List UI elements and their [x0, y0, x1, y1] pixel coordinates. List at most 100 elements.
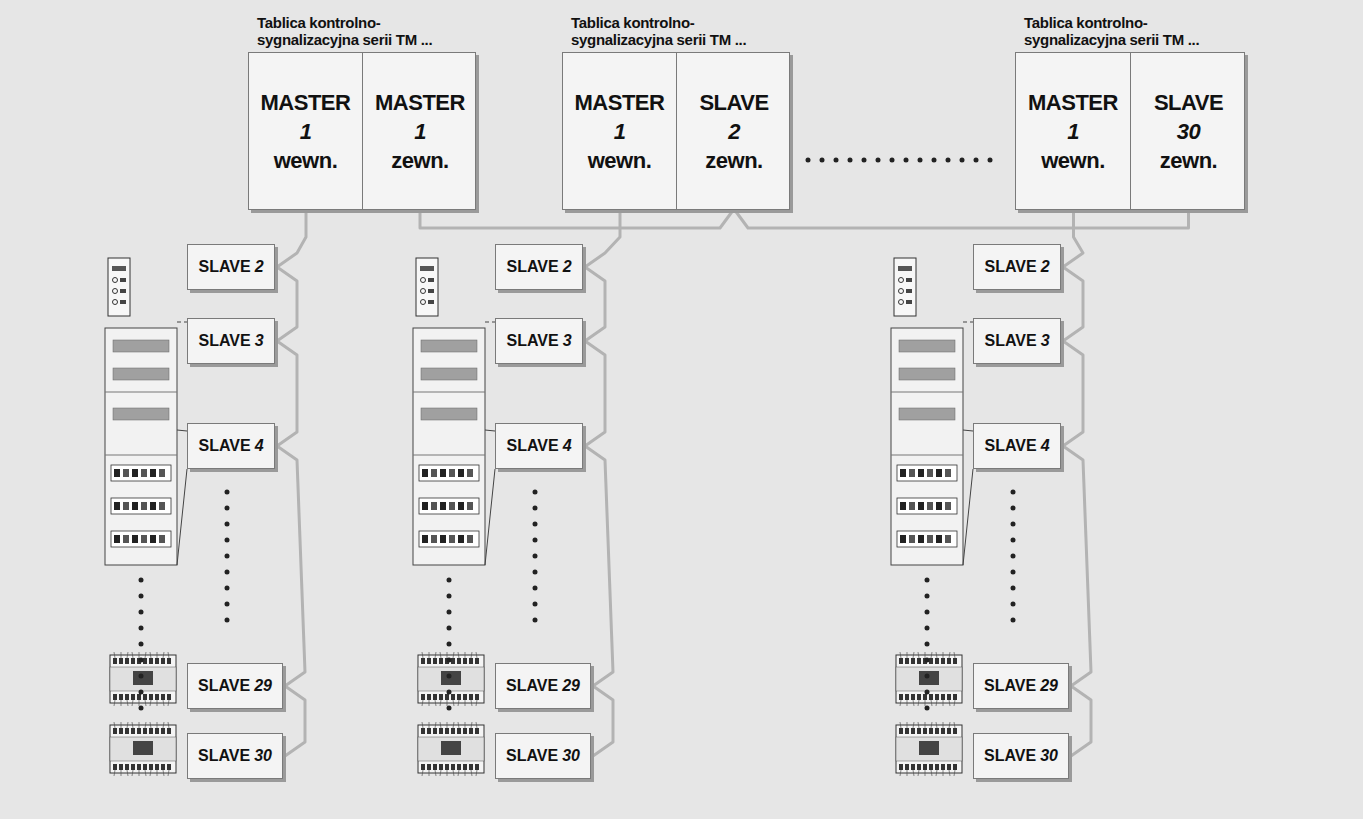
- bus-wire: [277, 341, 297, 446]
- switch-cabinet: [413, 328, 485, 565]
- box-label: 29: [254, 676, 272, 696]
- panel-lamp: [421, 300, 426, 305]
- wire-end: [114, 770, 115, 776]
- terminal: [905, 694, 909, 700]
- wire-end: [139, 652, 140, 658]
- wire-end: [900, 770, 901, 776]
- wire-end: [907, 770, 908, 776]
- box-label: SLAVE: [506, 436, 558, 456]
- wire-end: [943, 700, 944, 706]
- wire-end: [949, 722, 950, 728]
- box-label: 1: [614, 117, 626, 146]
- continuation-dot: [139, 642, 144, 647]
- slave-box: SLAVE3: [187, 318, 275, 364]
- slave-box: SLAVE29: [187, 663, 283, 709]
- slave-box: SLAVE2: [187, 244, 275, 290]
- terminal: [923, 694, 927, 700]
- terminal: [451, 658, 455, 664]
- terminal: [941, 658, 945, 664]
- continuation-dot: [225, 602, 230, 607]
- continuation-dot: [960, 158, 965, 163]
- terminal: [143, 694, 147, 700]
- panel-button: [906, 300, 912, 304]
- breaker-module: [440, 535, 446, 543]
- wire-end: [465, 770, 466, 776]
- panel-button: [428, 289, 434, 293]
- continuation-dot: [925, 626, 930, 631]
- wire-end: [440, 700, 441, 706]
- continuation-dot: [533, 522, 538, 527]
- wire-end: [900, 722, 901, 728]
- module-display: [919, 671, 939, 685]
- wire-end: [900, 700, 901, 706]
- bus-wire: [285, 686, 305, 756]
- continuation-dot: [139, 690, 144, 695]
- terminal: [155, 694, 159, 700]
- wire-end: [163, 770, 164, 776]
- box-label: 4: [1041, 436, 1050, 456]
- box-label: 1: [1067, 117, 1079, 146]
- terminal: [119, 728, 123, 734]
- continuation-dot: [1011, 506, 1016, 511]
- box-label: SLAVE: [699, 88, 768, 117]
- terminal: [911, 764, 915, 770]
- breaker-module: [123, 502, 129, 510]
- terminal: [923, 764, 927, 770]
- terminal: [125, 658, 129, 664]
- panel-button: [120, 300, 126, 304]
- panel-lamp: [899, 289, 904, 294]
- cabinet-cover: [113, 408, 169, 420]
- continuation-dot: [1011, 570, 1016, 575]
- terminal: [161, 658, 165, 664]
- wire-end: [925, 770, 926, 776]
- continuation-dot: [925, 578, 930, 583]
- wire-end: [422, 700, 423, 706]
- breaker-module: [422, 535, 428, 543]
- breaker-module: [114, 535, 120, 543]
- terminal: [125, 728, 129, 734]
- breaker-row: [897, 531, 957, 547]
- panel-button: [120, 289, 126, 293]
- continuation-dot: [918, 158, 923, 163]
- wire-end: [168, 700, 169, 706]
- wire-end: [145, 770, 146, 776]
- module-front: [110, 737, 176, 761]
- terminal: [905, 764, 909, 770]
- box-label: MASTER: [1028, 88, 1118, 117]
- wire-end: [465, 700, 466, 706]
- wire-end: [943, 652, 944, 658]
- wire-end: [145, 700, 146, 706]
- breaker-row: [419, 531, 479, 547]
- terminal: [917, 728, 921, 734]
- wire-end: [949, 700, 950, 706]
- continuation-dot: [1011, 618, 1016, 623]
- wire-end: [447, 722, 448, 728]
- continuation-dot: [139, 626, 144, 631]
- terminal: [469, 764, 473, 770]
- leader-line: [963, 430, 973, 431]
- slave-module: [110, 725, 176, 773]
- box-label: 2: [255, 257, 264, 277]
- box-label: SLAVE: [198, 676, 250, 696]
- wire-end: [925, 700, 926, 706]
- panel-lamp: [113, 289, 118, 294]
- terminal: [131, 764, 135, 770]
- terminal: [439, 694, 443, 700]
- terminal: [929, 658, 933, 664]
- box-label: 30: [1177, 117, 1200, 146]
- breaker-module: [132, 535, 138, 543]
- terminal: [917, 694, 921, 700]
- terminal: [113, 728, 117, 734]
- bus-wire: [420, 209, 734, 228]
- wire-end: [465, 652, 466, 658]
- wire-end: [918, 722, 919, 728]
- leader-line: [177, 469, 187, 565]
- module-display: [441, 671, 461, 685]
- slave-box: SLAVE3: [495, 318, 583, 364]
- cabinet-cover: [113, 340, 169, 352]
- wire-end: [422, 652, 423, 658]
- panel-button: [120, 278, 126, 282]
- wire-end: [476, 722, 477, 728]
- breaker-module: [159, 469, 165, 477]
- terminal: [161, 694, 165, 700]
